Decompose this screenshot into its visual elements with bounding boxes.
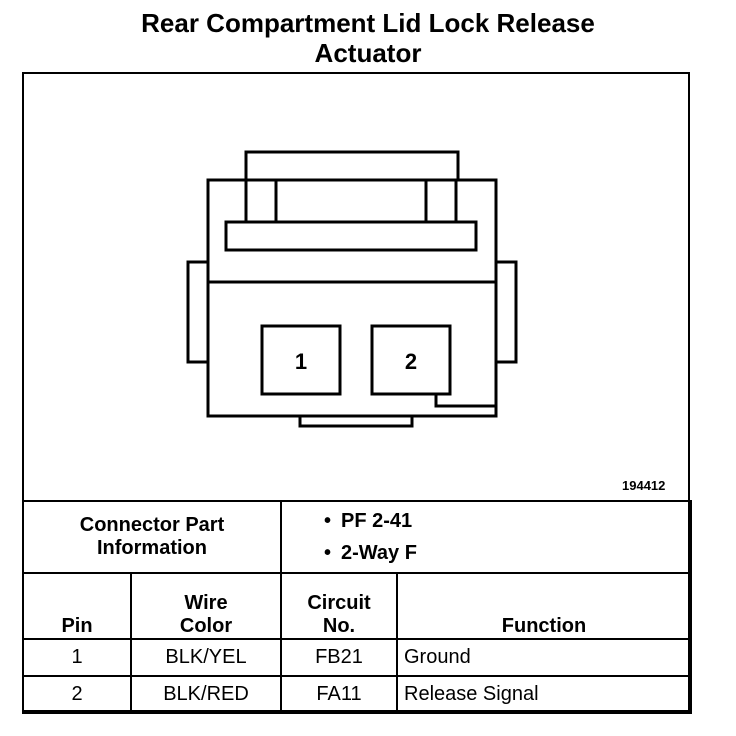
connector-info-item: PF 2-41 [324, 505, 684, 537]
connector-info-row: Connector Part Information PF 2-41 2-Way… [22, 500, 693, 574]
cell-pin: 1 [22, 638, 132, 677]
connector-key-mark [434, 394, 496, 408]
header-wire-line-1: Wire [184, 592, 228, 614]
connector-ear-left [186, 260, 210, 364]
pin-cavity-1 [260, 324, 342, 396]
pin-label-2: 2 [405, 349, 417, 374]
connector-info-label-line-1: Connector Part [79, 514, 225, 536]
title-line-1: Rear Compartment Lid Lock Release [141, 8, 595, 38]
connector-tab-left [244, 178, 278, 224]
title-line-2: Actuator [314, 38, 422, 68]
connector-info-list: PF 2-41 2-Way F [288, 505, 684, 569]
table-row: 2 BLK/RED FA11 Release Signal [22, 675, 693, 714]
connector-bottom-key [298, 416, 414, 428]
connector-info-values: PF 2-41 2-Way F [279, 500, 693, 574]
header-wire-line-2: Color [179, 615, 233, 637]
cell-circuit: FA11 [280, 675, 398, 714]
pin-cavity-2 [370, 324, 452, 396]
table-header-row: Pin Wire Color Circuit No. Function [22, 572, 693, 640]
table-row: 1 BLK/YEL FB21 Ground [22, 638, 693, 677]
cell-function: Ground [395, 638, 693, 677]
cell-wire-color: BLK/YEL [130, 638, 282, 677]
connector-tab-right [424, 178, 458, 224]
header-pin: Pin [22, 572, 132, 640]
header-circuit-line-2: No. [322, 615, 356, 637]
connector-housing [206, 178, 498, 418]
header-circuit-no: Circuit No. [280, 572, 398, 640]
connector-info-label-line-2: Information [97, 537, 207, 559]
cell-wire-color: BLK/RED [130, 675, 282, 714]
page-title: Rear Compartment Lid Lock Release Actuat… [0, 8, 736, 68]
connector-info-item: 2-Way F [324, 537, 684, 569]
header-circuit-line-1: Circuit [307, 592, 371, 614]
connector-latch [244, 150, 460, 182]
header-function: Function [395, 572, 693, 640]
connector-lock-bar [224, 220, 478, 252]
connector-ear-right [494, 260, 518, 364]
cell-function: Release Signal [395, 675, 693, 714]
connector-info-label: Connector Part Information [22, 500, 282, 574]
cell-circuit: FB21 [280, 638, 398, 677]
figure-number: 194412 [622, 478, 666, 493]
cell-pin: 2 [22, 675, 132, 714]
header-wire-color: Wire Color [130, 572, 282, 640]
connector-table: Connector Part Information PF 2-41 2-Way… [22, 500, 693, 714]
pin-label-1: 1 [295, 349, 307, 374]
